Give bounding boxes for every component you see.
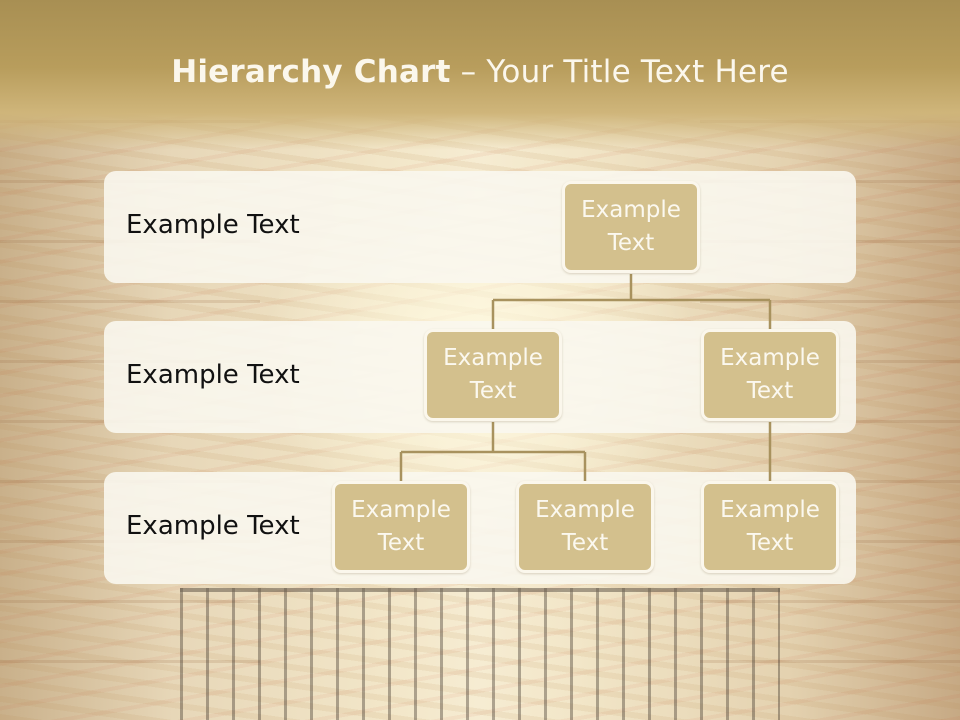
node-mid-right-line1: Example — [720, 345, 820, 371]
level-band-1 — [104, 171, 856, 283]
node-mid-left-line2: Text — [469, 378, 517, 404]
node-mid-right[interactable]: Example Text — [701, 329, 839, 421]
shopping-cart-image — [180, 588, 780, 720]
level-label-3[interactable]: Example Text — [126, 511, 300, 541]
node-mid-left-line1: Example — [443, 345, 543, 371]
title-band — [0, 0, 960, 150]
level-label-2[interactable]: Example Text — [126, 360, 300, 390]
slide-title[interactable]: Hierarchy Chart – Your Title Text Here — [0, 54, 960, 90]
node-mid-left[interactable]: Example Text — [424, 329, 562, 421]
node-bottom-left-line1: Example — [351, 497, 451, 523]
node-bottom-center-line1: Example — [535, 497, 635, 523]
node-mid-right-line2: Text — [746, 378, 794, 404]
node-bottom-right-line2: Text — [746, 530, 794, 556]
node-top[interactable]: Example Text — [562, 181, 700, 273]
node-bottom-left-line2: Text — [377, 530, 425, 556]
node-bottom-right[interactable]: Example Text — [701, 481, 839, 573]
node-top-line1: Example — [581, 197, 681, 223]
node-bottom-left[interactable]: Example Text — [332, 481, 470, 573]
level-label-1[interactable]: Example Text — [126, 210, 300, 240]
node-bottom-right-line1: Example — [720, 497, 820, 523]
node-bottom-center-line2: Text — [561, 530, 609, 556]
title-rest: – Your Title Text Here — [450, 54, 789, 90]
node-top-line2: Text — [607, 230, 655, 256]
title-bold: Hierarchy Chart — [171, 54, 451, 90]
node-bottom-center[interactable]: Example Text — [516, 481, 654, 573]
